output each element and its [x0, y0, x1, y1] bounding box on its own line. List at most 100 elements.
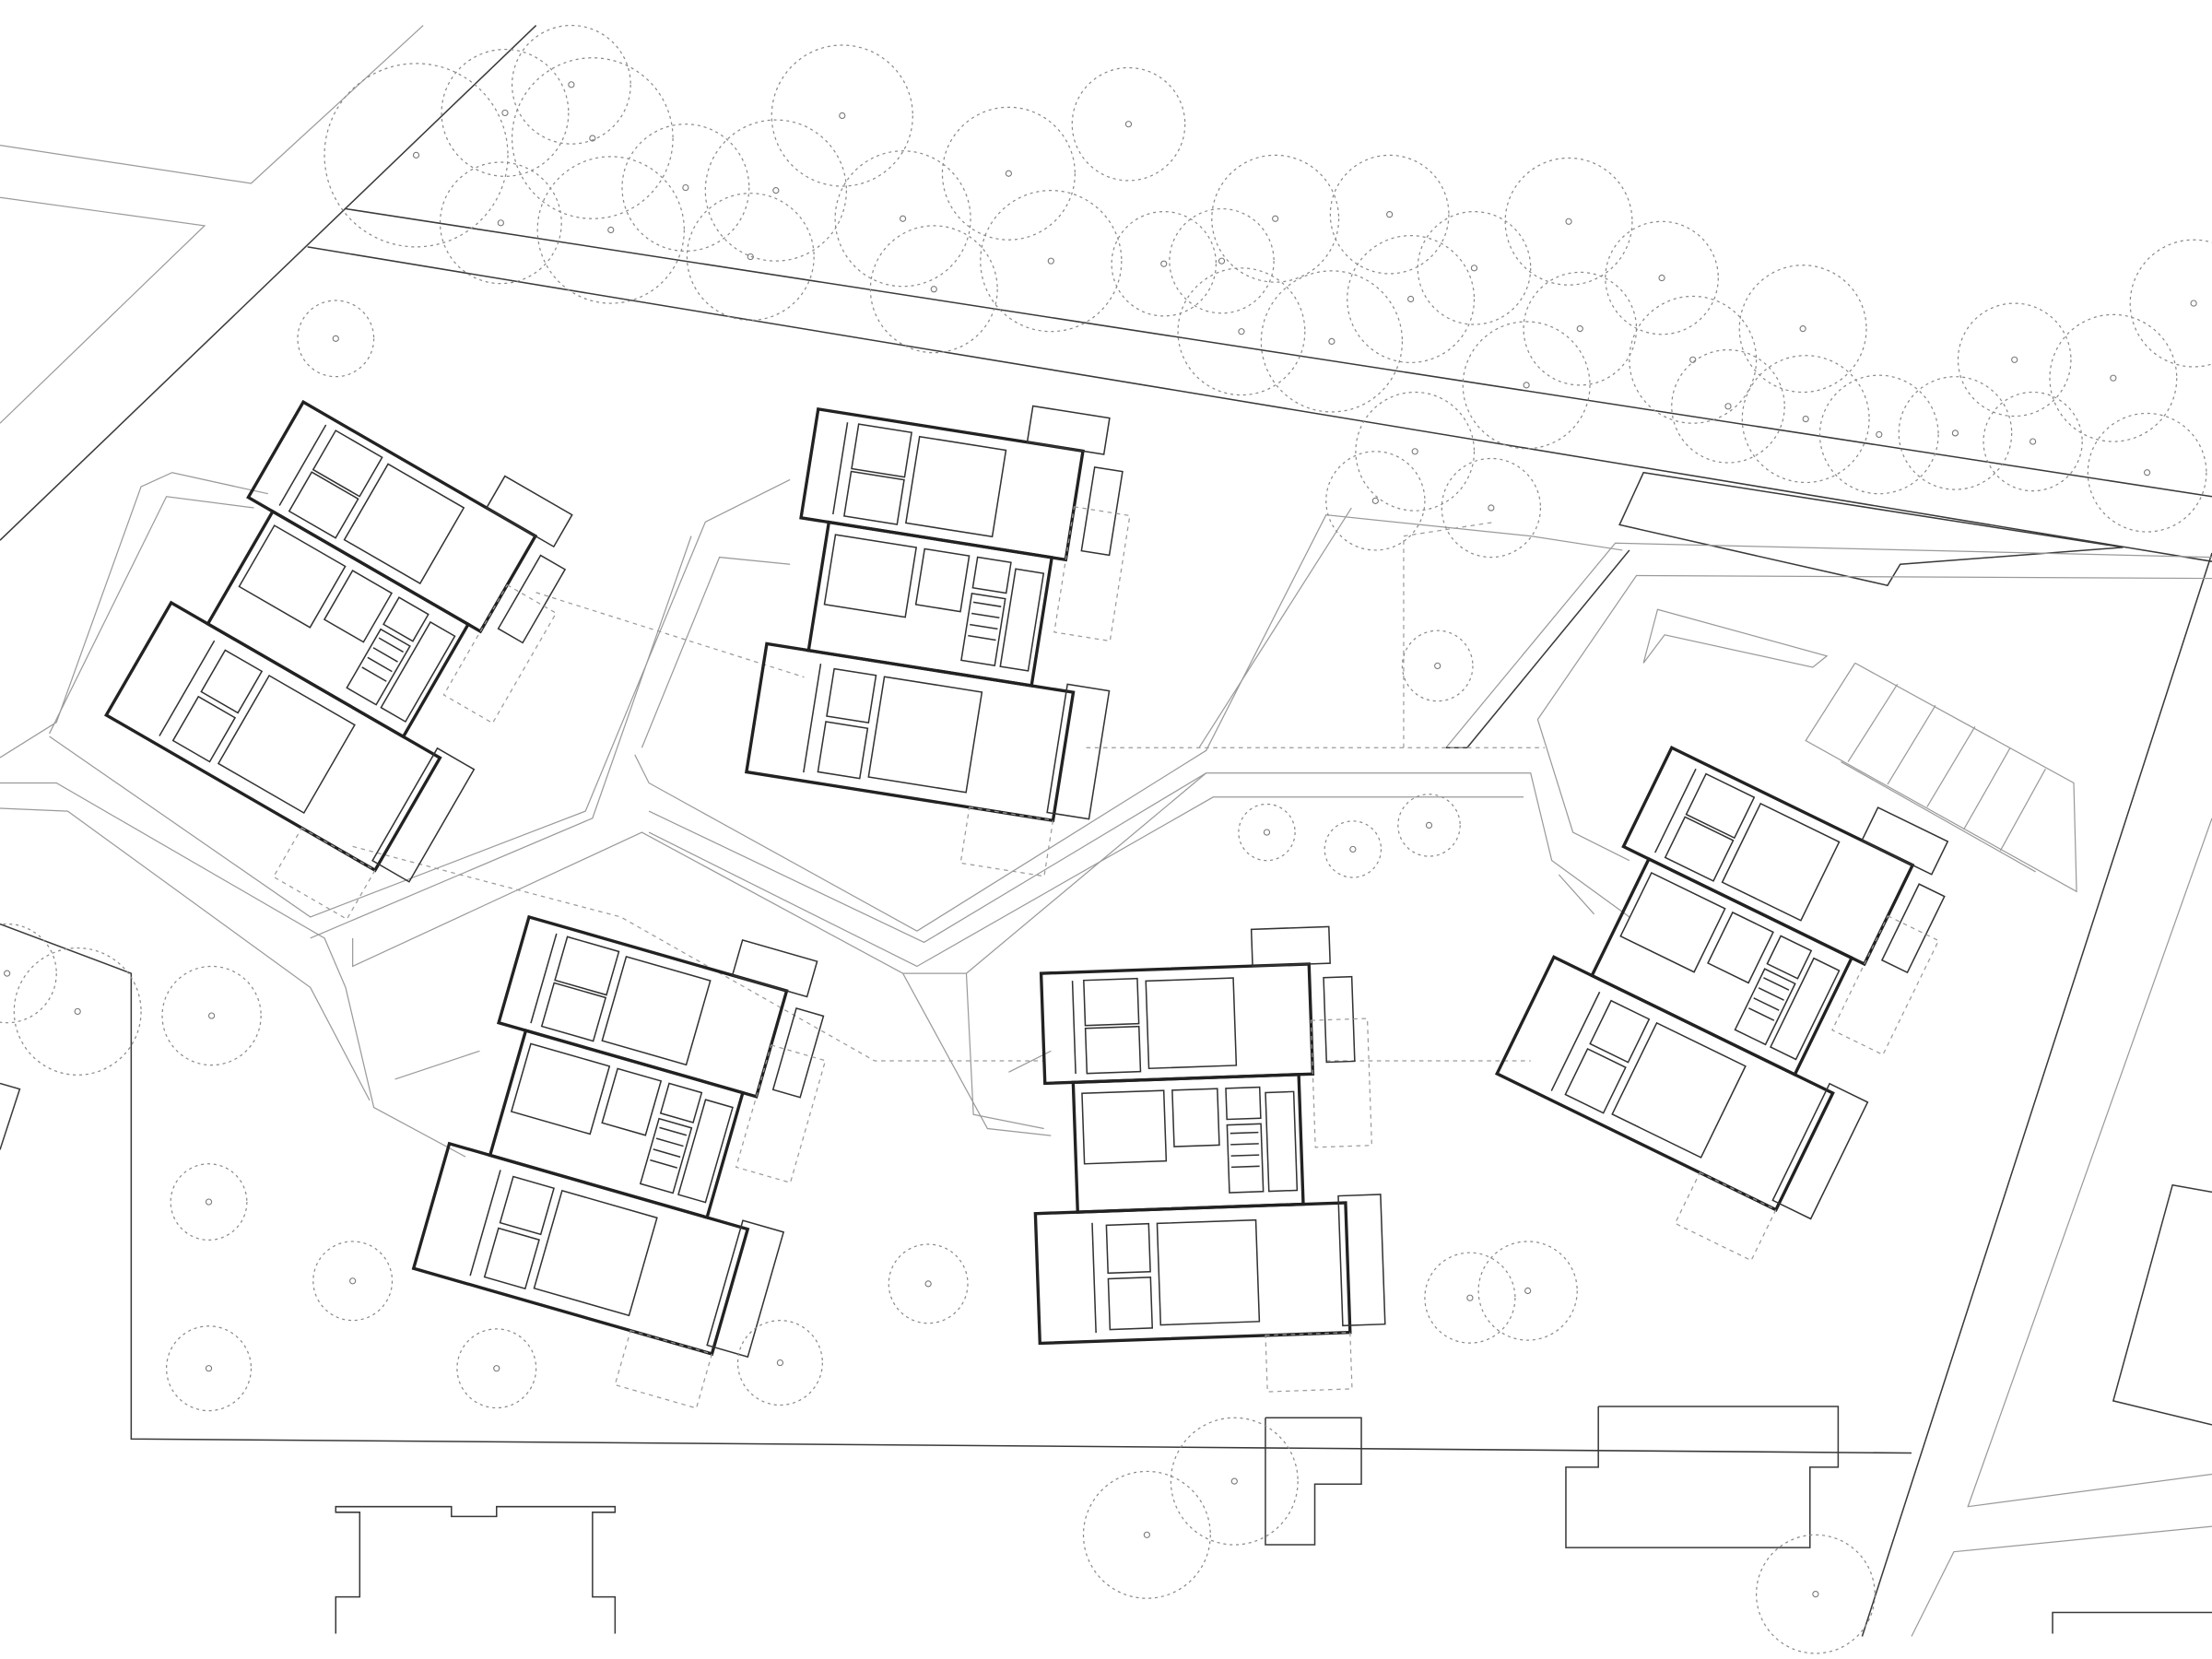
tree-trunk [332, 335, 339, 342]
footpath [1198, 507, 1352, 748]
tree-canopy [704, 119, 847, 262]
tree-canopy [1983, 391, 2083, 492]
tree [1957, 302, 2072, 418]
tree-trunk [1238, 328, 1245, 335]
tree [1177, 267, 1306, 396]
tree-trunk [205, 1198, 213, 1206]
tree-trunk [493, 1365, 500, 1372]
tree-trunk [1425, 821, 1433, 830]
tree-trunk [207, 1012, 216, 1019]
tree-trunk [839, 112, 846, 120]
tree [1477, 1241, 1578, 1341]
building-3[interactable] [396, 876, 860, 1420]
tree [1523, 271, 1638, 386]
building-5[interactable] [1470, 707, 1988, 1278]
tree [1424, 1252, 1516, 1344]
tree [297, 300, 375, 378]
tree-trunk [1349, 845, 1357, 853]
tree-canopy [980, 190, 1123, 333]
tree-canopy [1325, 451, 1426, 551]
tree-canopy [1170, 1417, 1299, 1546]
tree [2087, 412, 2207, 533]
tree-trunk [1047, 257, 1054, 265]
tree-canopy [297, 300, 375, 378]
street-edge [1861, 552, 2212, 1637]
tree [441, 48, 570, 177]
tree [0, 923, 57, 1024]
tree [1462, 321, 1591, 450]
parking-bay-line [1841, 760, 2036, 873]
tree-canopy [1477, 1241, 1578, 1341]
tree-canopy [1401, 629, 1474, 702]
tree-trunk [1802, 415, 1809, 423]
tree-canopy [1169, 207, 1275, 314]
tree [312, 1241, 394, 1322]
footpath [1445, 542, 2212, 748]
tree-trunk [607, 226, 615, 234]
tree-canopy [166, 1325, 253, 1412]
tree-canopy [512, 24, 631, 145]
parking-bay-line [1887, 704, 1936, 785]
tree-trunk [497, 219, 504, 227]
tree-canopy [161, 965, 262, 1066]
tree-canopy [1523, 271, 1638, 386]
tree-trunk [1230, 1477, 1238, 1485]
tree [621, 124, 750, 253]
footpath [966, 772, 1207, 974]
tree-trunk [1124, 121, 1133, 128]
parking-area [1642, 608, 1829, 668]
tree-trunk [349, 1277, 357, 1285]
tree-trunk [2143, 469, 2151, 477]
tree-trunk [747, 253, 754, 261]
street-edge [307, 246, 2212, 562]
tree [1397, 794, 1461, 857]
buildings [76, 361, 1988, 1420]
tree-trunk [1005, 170, 1012, 177]
building-2[interactable] [735, 369, 1153, 884]
tree-trunk [776, 1359, 784, 1367]
tree [771, 44, 913, 187]
tree-trunk [2190, 300, 2197, 307]
site-boundary [0, 923, 1912, 1454]
tree [1741, 355, 1870, 484]
tree [1238, 803, 1296, 862]
tree-canopy [1741, 355, 1870, 484]
tree-canopy [1898, 376, 2013, 490]
tree-canopy [771, 44, 913, 187]
footpath [0, 472, 268, 759]
tree [1329, 154, 1450, 275]
footpath [49, 478, 791, 918]
parking-bays [1805, 662, 2077, 893]
utility-line [352, 845, 1044, 1062]
tree-canopy [834, 150, 971, 288]
footpath [394, 1050, 480, 1080]
tree-canopy [1260, 270, 1404, 413]
parking-bay-line [1999, 768, 2046, 852]
tree-canopy [1177, 267, 1306, 396]
tree-canopy [888, 1243, 969, 1324]
tree [1755, 1534, 1876, 1654]
tree-trunk [4, 970, 11, 977]
footpath [49, 496, 254, 735]
street-edge [345, 207, 2212, 498]
parking-bay-line [1847, 684, 1899, 762]
building-4[interactable] [1024, 924, 1389, 1402]
tree [1605, 220, 1719, 335]
building-1[interactable] [76, 361, 611, 939]
tree [13, 947, 142, 1076]
tree [2049, 313, 2178, 442]
tree-trunk [2011, 356, 2018, 363]
tree-trunk [1272, 215, 1279, 222]
street-edge [1967, 818, 2212, 1508]
tree-trunk [1876, 430, 1883, 439]
tree-canopy [621, 124, 750, 253]
tree [1211, 154, 1340, 283]
tree-trunk [1524, 1287, 1532, 1295]
tree-canopy [1111, 210, 1217, 317]
tree [161, 965, 262, 1066]
tree-canopy [170, 1163, 248, 1241]
tree [704, 119, 847, 262]
parking-wall [1618, 471, 2124, 587]
tree-canopy [1605, 220, 1719, 335]
tree-canopy [1738, 265, 1867, 394]
